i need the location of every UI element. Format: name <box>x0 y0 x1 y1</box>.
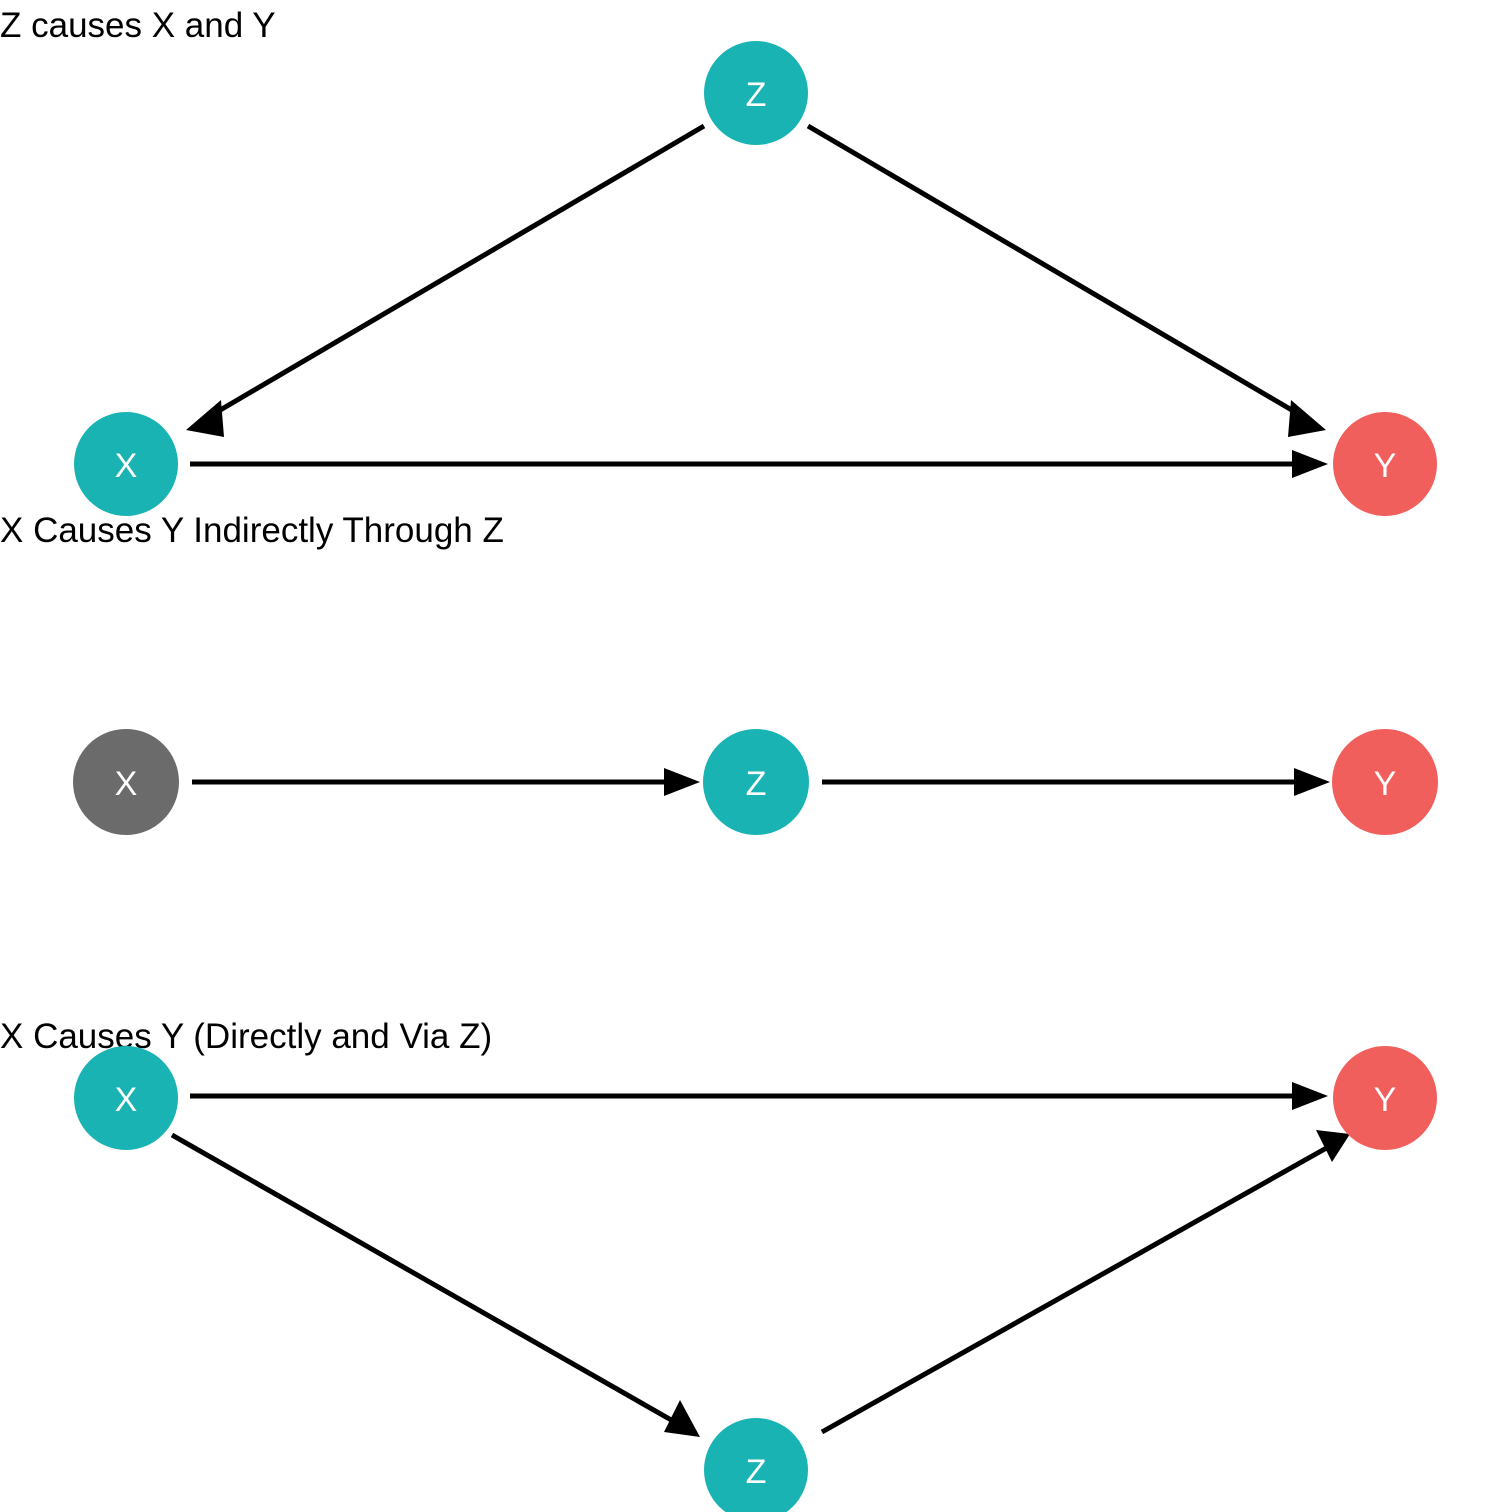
edge-z-to-y <box>820 1130 1350 1435</box>
edge-x-to-y <box>190 1082 1328 1110</box>
node-x[interactable]: X <box>74 1046 178 1150</box>
arrowhead-x-to-y <box>1292 450 1328 478</box>
edge-z-to-x <box>186 123 706 437</box>
panel-1-title: Z causes X and Y <box>0 6 276 45</box>
arrowhead-z-to-y <box>1294 768 1330 796</box>
panel-3-title: X Causes Y (Directly and Via Z) <box>0 1017 493 1056</box>
arrowhead-x-to-z <box>664 768 700 796</box>
node-z[interactable]: Z <box>704 1418 808 1512</box>
arrowhead-z-to-y <box>1288 400 1326 437</box>
panel-2-title: X Causes Y Indirectly Through Z <box>0 511 504 550</box>
edge-x-to-y <box>190 450 1328 478</box>
arrowhead-z-to-y <box>1316 1130 1350 1162</box>
arrowhead-x-to-y <box>1292 1082 1328 1110</box>
edge-z-to-y <box>806 123 1326 437</box>
node-y[interactable]: Y <box>1333 1046 1437 1150</box>
edge-x-to-z <box>170 1132 700 1437</box>
arrowhead-z-to-x <box>186 400 224 437</box>
edge-x-to-z <box>192 768 700 796</box>
edge-z-to-y <box>822 768 1330 796</box>
arrowhead-x-to-z <box>664 1400 700 1437</box>
